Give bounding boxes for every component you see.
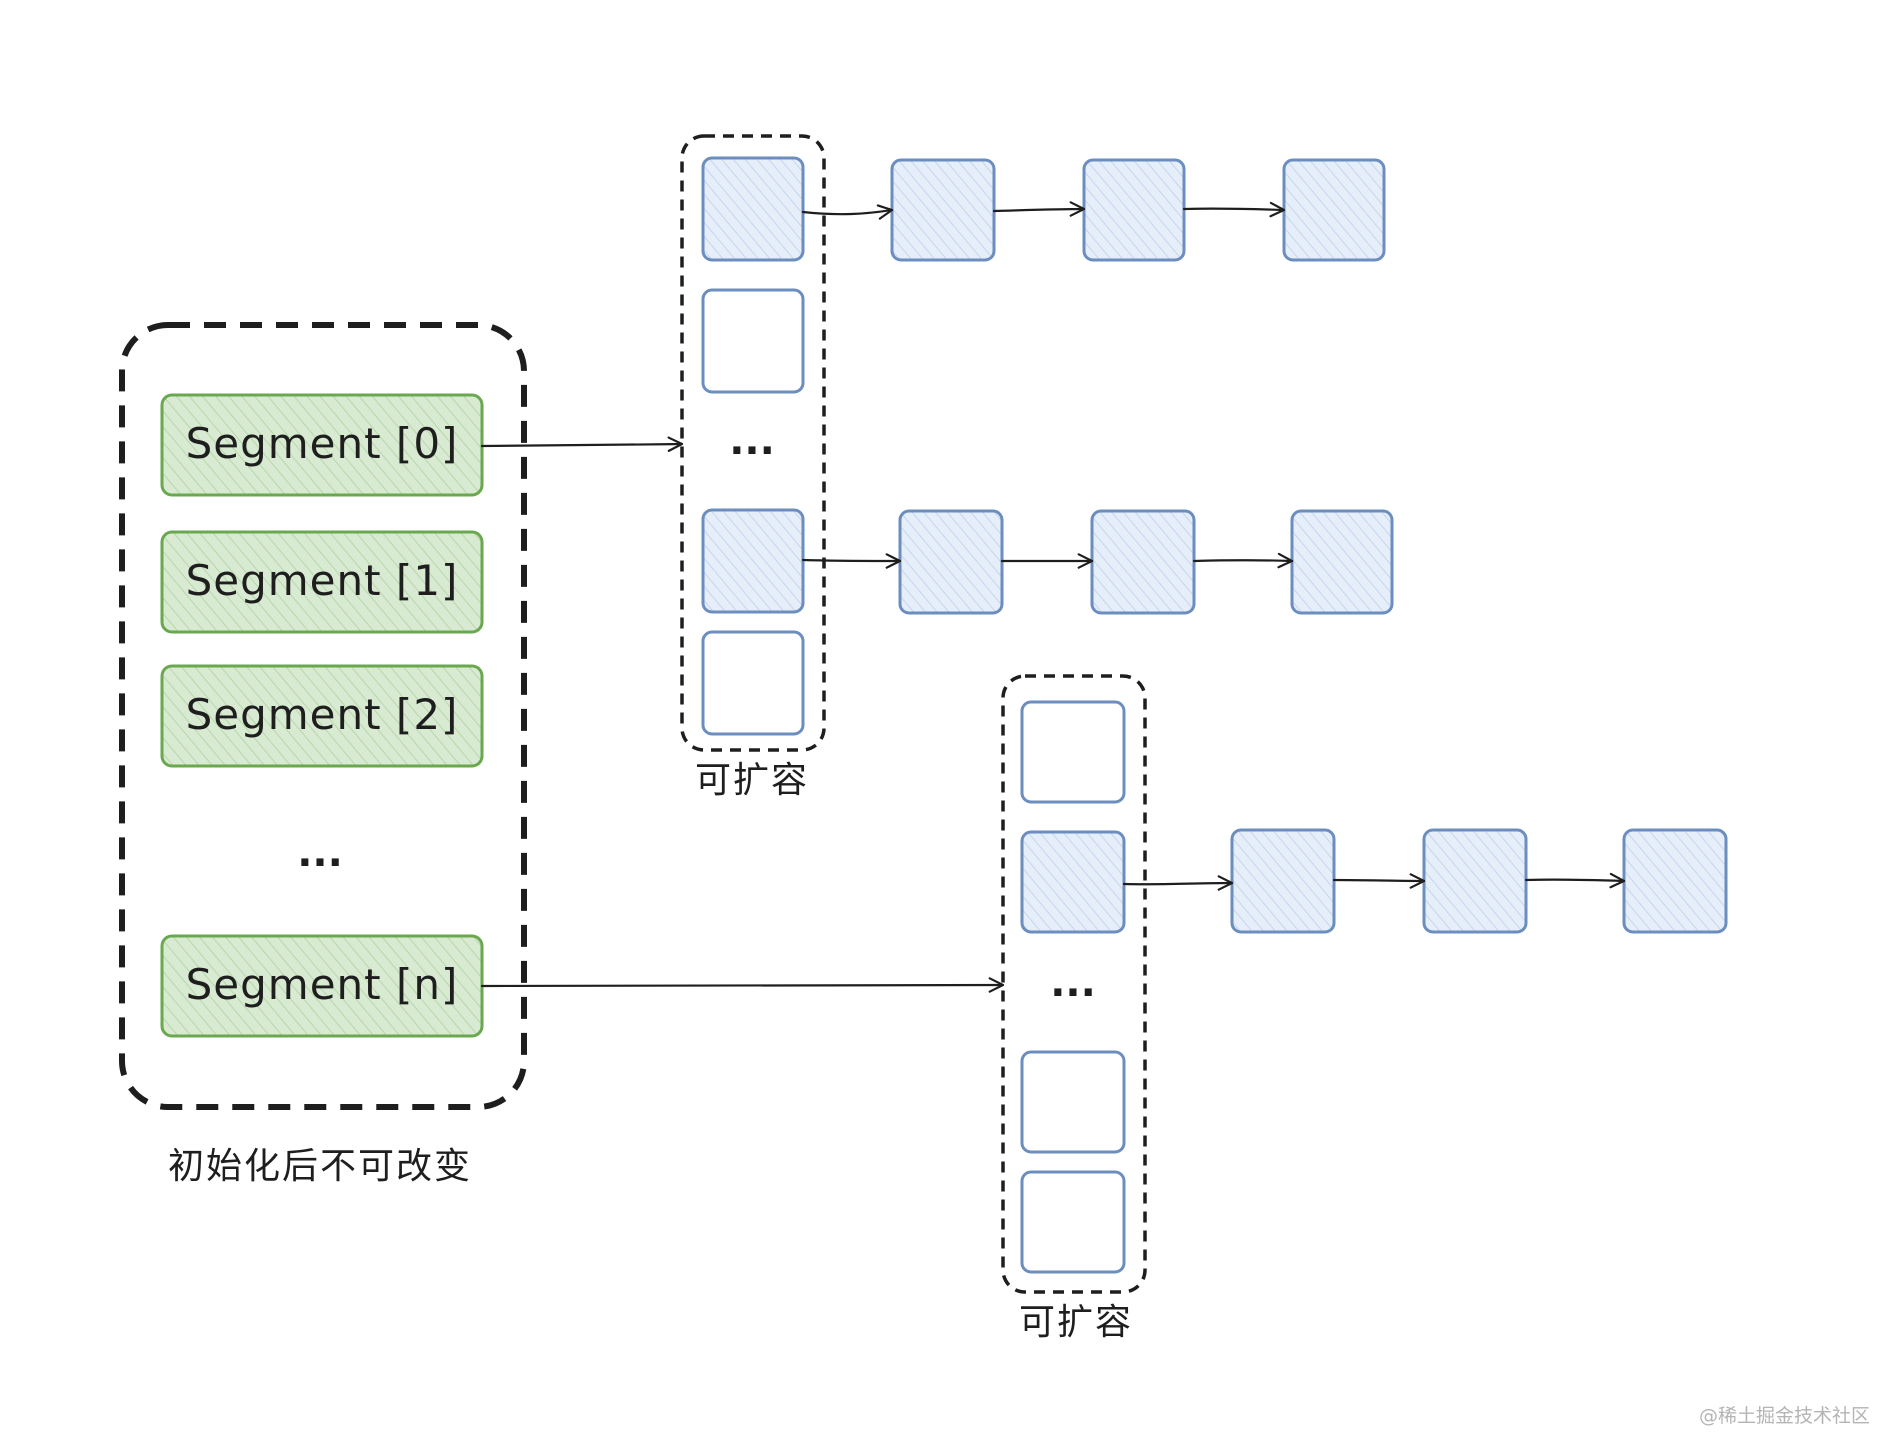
hash-table-2: ... 可扩容: [1001, 674, 1147, 1343]
segment-0: Segment [0]: [160, 393, 484, 497]
arrow-node-to-node: [1332, 873, 1426, 889]
arrow-bucket-to-node: [1122, 875, 1234, 891]
arrow-node-to-node: [1182, 201, 1286, 218]
segment-array-caption: 初始化后不可改变: [168, 1146, 472, 1187]
arrow-bucket-to-node: [801, 204, 894, 220]
list-node: [1282, 158, 1386, 262]
hash-table-1: ... 可扩容: [680, 134, 826, 801]
segment-box: [160, 530, 484, 634]
arrow-segment0-to-table1: [480, 436, 684, 452]
arrow-segmentn-to-table2: [480, 977, 1005, 993]
table-border: [1001, 674, 1147, 1294]
bucket-occupied: [701, 508, 805, 614]
list-node: [1230, 828, 1336, 934]
segment-2: Segment [2]: [160, 664, 484, 768]
segment-label: Segment [2]: [186, 690, 459, 739]
table-caption: 可扩容: [1019, 1302, 1133, 1343]
arrow-node-to-node: [992, 201, 1086, 217]
list-node: [1290, 509, 1394, 615]
list-node: [1422, 828, 1528, 934]
arrow-bucket-to-node: [801, 553, 902, 569]
arrows: [480, 201, 1626, 993]
segment-1: Segment [1]: [160, 530, 484, 634]
linked-list-3: [1230, 828, 1728, 934]
list-node: [1622, 828, 1728, 934]
segment-box: [160, 664, 484, 768]
segment-array-border: [119, 322, 527, 1110]
segment-ellipsis: ...: [297, 830, 343, 876]
segment-array-group: Segment [0] Segment [1] Segment [2] ... …: [119, 322, 527, 1187]
arrow-node-to-node: [1524, 872, 1626, 889]
bucket-occupied: [1020, 830, 1126, 934]
bucket-empty: [701, 630, 805, 736]
bucket-empty: [1020, 1170, 1126, 1274]
table-caption: 可扩容: [695, 760, 809, 801]
arrow-node-to-node: [1192, 552, 1294, 569]
segment-n: Segment [n]: [160, 934, 484, 1038]
list-node: [898, 509, 1004, 615]
segment-label: Segment [n]: [186, 960, 459, 1009]
table-border: [680, 134, 826, 752]
bucket-occupied: [701, 156, 805, 262]
linked-list-1: [890, 158, 1386, 262]
linked-list-2: [898, 509, 1394, 615]
watermark: @稀土掘金技术社区: [1699, 1405, 1870, 1427]
list-node: [1082, 158, 1186, 262]
table-ellipsis: ...: [729, 418, 775, 464]
segment-label: Segment [1]: [186, 556, 459, 605]
list-node: [890, 158, 996, 262]
segment-label: Segment [0]: [186, 419, 459, 468]
table-ellipsis: ...: [1050, 960, 1096, 1006]
bucket-empty: [701, 288, 805, 394]
bucket-empty: [1020, 1050, 1126, 1154]
list-node: [1090, 509, 1196, 615]
bucket-empty: [1020, 700, 1126, 804]
